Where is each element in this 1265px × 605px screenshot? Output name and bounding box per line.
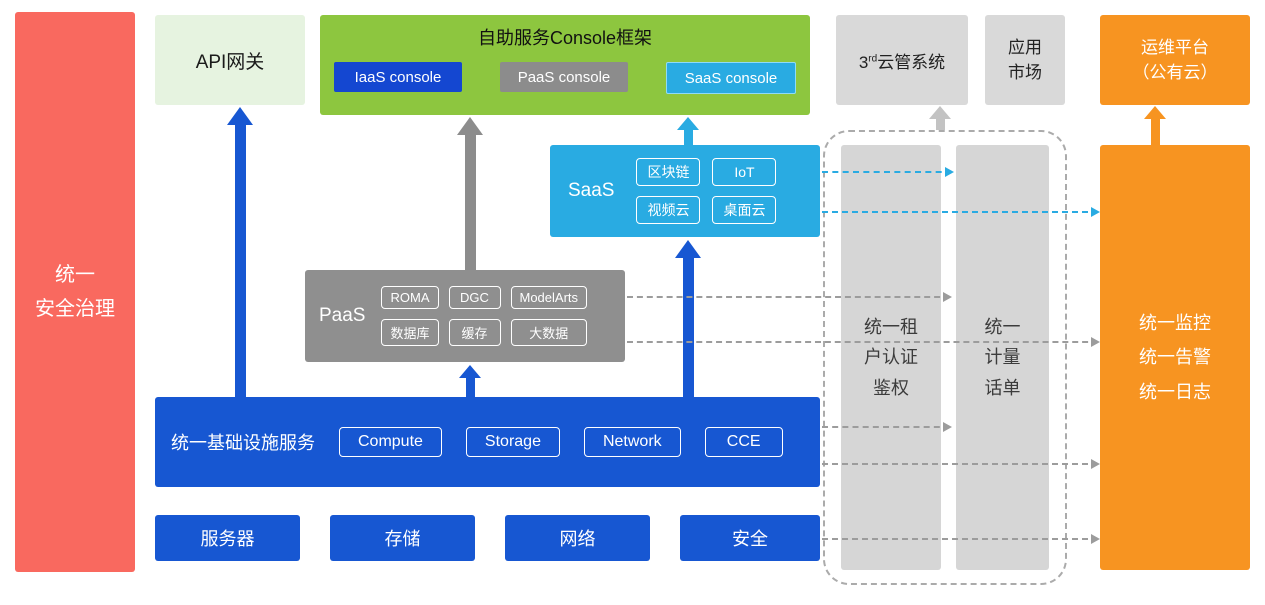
third-party-cloud-mgmt-label: 3rd云管系统	[858, 52, 946, 72]
saas-console-button: SaaS console	[666, 62, 796, 94]
iaas-console-button: IaaS console	[334, 62, 462, 92]
monitoring-alarm-log-label: 统一监控 统一告警 统一日志	[1139, 313, 1211, 402]
paas-service-modelarts: ModelArts	[510, 286, 588, 309]
saas-service-blockchain: 区块链	[636, 158, 701, 186]
security-governance-bar: 统一 安全治理	[15, 12, 135, 572]
app-market-label: 应用 市场	[1008, 37, 1042, 83]
app-market-box: 应用 市场	[985, 15, 1065, 105]
connector-paas-to-monitor	[627, 337, 1100, 347]
saas-service-iot: IoT	[712, 158, 777, 186]
iaas-layer-box: 统一基础设施服务 Compute Storage Network CCE	[155, 397, 820, 487]
paas-console-button: PaaS console	[500, 62, 628, 92]
infra-storage-box: 存储	[330, 515, 475, 561]
arrow-paas-to-console	[457, 117, 483, 270]
paas-layer-box: PaaS ROMA DGC ModelArts 数据库 缓存 大数据	[305, 270, 625, 362]
third-party-cloud-mgmt-box: 3rd云管系统	[836, 15, 968, 105]
api-gateway-box: API网关	[155, 15, 305, 105]
infra-server-box: 服务器	[155, 515, 300, 561]
paas-service-dgc: DGC	[448, 286, 501, 309]
iaas-service-storage: Storage	[465, 427, 560, 457]
iaas-layer-label: 统一基础设施服务	[171, 433, 315, 453]
connector-security-to-monitor	[822, 534, 1100, 544]
connector-iaas-to-monitor	[822, 459, 1100, 469]
tenant-auth-label: 统一租 户认证 鉴权	[864, 316, 918, 398]
saas-service-video-cloud: 视频云	[636, 196, 701, 224]
connector-saas-to-auth	[822, 167, 954, 177]
shared-services-dashed-group	[823, 130, 1067, 585]
saas-layer-box: SaaS 区块链 IoT 视频云 桌面云	[550, 145, 820, 237]
saas-services-grid: 区块链 IoT 视频云 桌面云	[636, 158, 777, 224]
paas-services-grid: ROMA DGC ModelArts 数据库 缓存 大数据	[381, 286, 588, 346]
arrow-iaas-to-paas	[457, 365, 483, 397]
iaas-service-network: Network	[583, 427, 681, 457]
console-button-row: IaaS console PaaS console SaaS console	[334, 62, 796, 94]
console-framework-box: 自助服务Console框架 IaaS console PaaS console …	[320, 15, 810, 115]
saas-service-desktop-cloud: 桌面云	[712, 196, 777, 224]
paas-service-cache: 缓存	[448, 319, 501, 346]
paas-service-database: 数据库	[381, 319, 439, 346]
arrow-monitor-to-om-platform	[1143, 106, 1167, 145]
metering-billing-label: 统一 计量 话单	[984, 316, 1021, 398]
saas-layer-label: SaaS	[568, 180, 615, 201]
arrow-iaas-to-saas	[675, 240, 701, 397]
monitoring-alarm-log-bar: 统一监控 统一告警 统一日志	[1100, 145, 1250, 570]
console-framework-title: 自助服务Console框架	[477, 28, 653, 48]
connector-saas-to-monitor	[822, 207, 1100, 217]
tenant-auth-bar: 统一租 户认证 鉴权	[841, 145, 941, 570]
iaas-services-row: Compute Storage Network CCE	[339, 427, 783, 457]
arrow-shared-to-third-party	[929, 106, 951, 130]
iaas-service-compute: Compute	[339, 427, 442, 457]
infra-network-box: 网络	[505, 515, 650, 561]
metering-billing-bar: 统一 计量 话单	[956, 145, 1049, 570]
connector-iaas-to-billing	[822, 422, 952, 432]
security-governance-label: 统一 安全治理	[35, 264, 115, 320]
arrow-iaas-to-api-gateway	[227, 107, 253, 397]
paas-layer-label: PaaS	[319, 305, 366, 326]
connector-paas-to-billing	[627, 292, 952, 302]
paas-service-bigdata: 大数据	[510, 319, 588, 346]
api-gateway-label: API网关	[195, 51, 265, 73]
paas-service-roma: ROMA	[381, 286, 439, 309]
om-platform-box: 运维平台 （公有云）	[1100, 15, 1250, 105]
arrow-saas-to-console	[676, 117, 700, 145]
om-platform-label: 运维平台 （公有云）	[1132, 37, 1218, 83]
iaas-service-cce: CCE	[704, 427, 783, 457]
infra-security-box: 安全	[680, 515, 820, 561]
